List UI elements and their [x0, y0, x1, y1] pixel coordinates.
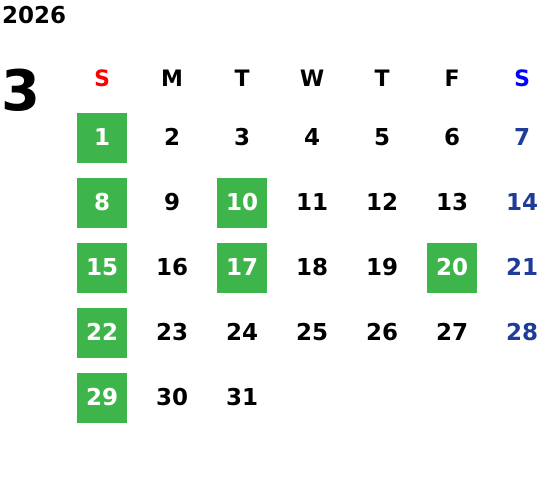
day-number: 14: [505, 189, 538, 216]
day-number-highlighted: 15: [77, 242, 127, 293]
day-cell[interactable]: 26: [347, 295, 417, 360]
day-cell[interactable]: 2: [137, 100, 207, 165]
month-label: 3: [1, 59, 40, 124]
day-number: 30: [155, 384, 188, 411]
day-cell[interactable]: 27: [417, 295, 487, 360]
weekday-monday: M: [161, 66, 183, 92]
day-number-highlighted: 17: [217, 242, 267, 293]
day-number-highlighted: 8: [77, 177, 127, 228]
day-number: 24: [225, 319, 258, 346]
year-label: 2026: [2, 3, 67, 29]
weekday-tuesday: T: [234, 66, 250, 92]
day-number: 13: [435, 189, 468, 216]
day-number: 27: [435, 319, 468, 346]
day-cell[interactable]: 18: [277, 230, 347, 295]
day-cell[interactable]: 17: [207, 230, 277, 295]
day-cell[interactable]: 22: [67, 295, 137, 360]
weekday-sunday: S: [94, 66, 110, 92]
day-cell[interactable]: 7: [487, 100, 548, 165]
day-number: 21: [505, 254, 538, 281]
day-number: 2: [163, 124, 180, 151]
day-cell[interactable]: 15: [67, 230, 137, 295]
day-number: 3: [233, 124, 250, 151]
day-number: 4: [303, 124, 320, 151]
day-cell[interactable]: 25: [277, 295, 347, 360]
day-number-highlighted: 22: [77, 307, 127, 358]
day-number: 26: [365, 319, 398, 346]
day-number: 19: [365, 254, 398, 281]
day-cell[interactable]: 24: [207, 295, 277, 360]
day-number: 31: [225, 384, 258, 411]
day-cell[interactable]: 14: [487, 165, 548, 230]
day-number: 16: [155, 254, 188, 281]
weekday-friday: F: [444, 66, 460, 92]
weekday-saturday: S: [514, 66, 530, 92]
day-cell[interactable]: 9: [137, 165, 207, 230]
day-cell[interactable]: 20: [417, 230, 487, 295]
day-cell[interactable]: 30: [137, 360, 207, 425]
weekday-thursday: T: [374, 66, 390, 92]
day-cell[interactable]: 4: [277, 100, 347, 165]
day-cell[interactable]: 11: [277, 165, 347, 230]
day-cell[interactable]: 1: [67, 100, 137, 165]
day-number: 25: [295, 319, 328, 346]
day-number-highlighted: 29: [77, 372, 127, 423]
day-number-highlighted: 1: [77, 112, 127, 163]
day-cell[interactable]: 3: [207, 100, 277, 165]
day-cell[interactable]: 29: [67, 360, 137, 425]
day-number: 18: [295, 254, 328, 281]
day-cell[interactable]: 10: [207, 165, 277, 230]
day-number: 12: [365, 189, 398, 216]
day-number: 11: [295, 189, 328, 216]
day-number: 23: [155, 319, 188, 346]
day-number: 6: [443, 124, 460, 151]
day-cell[interactable]: 8: [67, 165, 137, 230]
weekday-wednesday: W: [299, 66, 325, 92]
day-cell[interactable]: 16: [137, 230, 207, 295]
day-number: 9: [163, 189, 180, 216]
day-number: 28: [505, 319, 538, 346]
day-cell[interactable]: 28: [487, 295, 548, 360]
day-cell[interactable]: 5: [347, 100, 417, 165]
day-number: 7: [513, 124, 530, 151]
day-cell[interactable]: 12: [347, 165, 417, 230]
day-cell[interactable]: 31: [207, 360, 277, 425]
day-cell[interactable]: 23: [137, 295, 207, 360]
day-number-highlighted: 10: [217, 177, 267, 228]
day-cell[interactable]: 13: [417, 165, 487, 230]
day-cell[interactable]: 21: [487, 230, 548, 295]
day-number-highlighted: 20: [427, 242, 477, 293]
day-number: 5: [373, 124, 390, 151]
day-cell[interactable]: 19: [347, 230, 417, 295]
day-cell[interactable]: 6: [417, 100, 487, 165]
